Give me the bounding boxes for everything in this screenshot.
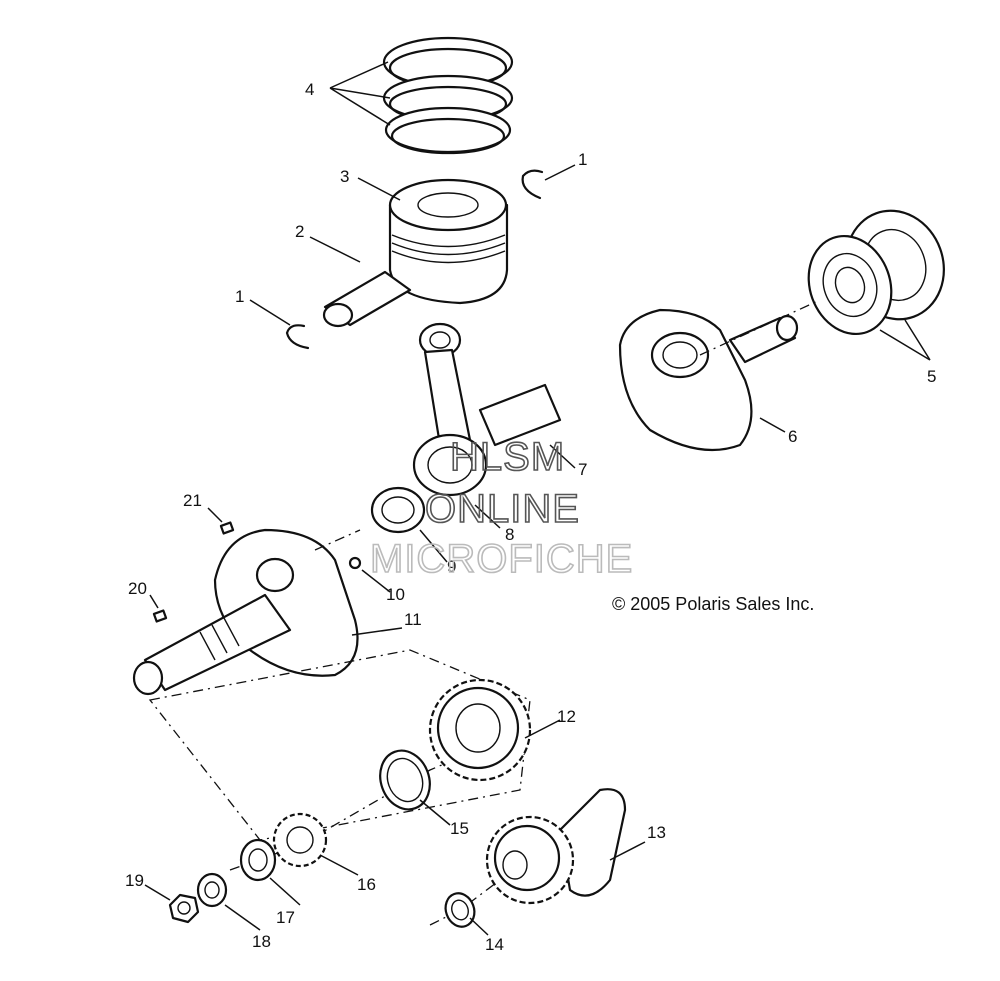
key-20	[152, 609, 168, 623]
washer	[196, 872, 228, 908]
callout-9: 9	[447, 557, 456, 576]
callout-2: 2	[295, 222, 304, 241]
axis-line-bearing	[699, 299, 821, 356]
callout-8: 8	[505, 525, 514, 544]
copyright-text: © 2005 Polaris Sales Inc.	[612, 594, 814, 614]
piston-rings	[382, 36, 514, 155]
ball	[348, 556, 362, 570]
callout-6: 6	[788, 427, 797, 446]
callout-12: 12	[557, 707, 576, 726]
castle-nut	[239, 838, 277, 882]
sprocket	[272, 812, 328, 868]
crankshaft-half-left	[132, 528, 359, 696]
crank-gear	[428, 678, 532, 782]
needle-bearing	[370, 486, 426, 534]
key-21	[219, 521, 235, 535]
circlip-left	[285, 324, 310, 350]
callout-15: 15	[450, 819, 469, 838]
callout-4: 4	[305, 80, 314, 99]
callout-10: 10	[386, 585, 405, 604]
main-bearings	[807, 209, 945, 336]
balance-shaft	[485, 788, 627, 905]
callout-1-left: 1	[235, 287, 244, 306]
callout-1-right: 1	[578, 150, 587, 169]
callout-21: 21	[183, 491, 202, 510]
hex-nut	[168, 893, 200, 924]
thrust-washer	[379, 749, 431, 811]
connecting-rod	[412, 322, 488, 497]
callout-16: 16	[357, 875, 376, 894]
watermark-line-2: ONLINE	[425, 487, 580, 531]
crank-pin	[478, 383, 562, 447]
small-washer	[444, 892, 476, 928]
callout-3: 3	[340, 167, 349, 186]
callout-11: 11	[404, 610, 422, 629]
circlip-right	[521, 169, 544, 200]
crankshaft-half-right	[618, 308, 799, 452]
callout-5: 5	[927, 367, 936, 386]
watermark-line-3: MICROFICHE	[370, 537, 633, 581]
piston	[388, 178, 509, 305]
callout-13: 13	[647, 823, 666, 842]
callout-14: 14	[485, 935, 504, 954]
callout-7: 7	[578, 460, 587, 479]
leader-lines	[144, 61, 931, 936]
wrist-pin	[322, 270, 412, 328]
callout-19: 19	[125, 871, 144, 890]
callout-20: 20	[128, 579, 147, 598]
watermark-line-1: HLSM	[450, 435, 565, 479]
axis-line-lower	[429, 879, 501, 926]
callout-18: 18	[252, 932, 271, 951]
callout-17: 17	[276, 908, 295, 927]
axis-line-crank	[314, 529, 361, 551]
